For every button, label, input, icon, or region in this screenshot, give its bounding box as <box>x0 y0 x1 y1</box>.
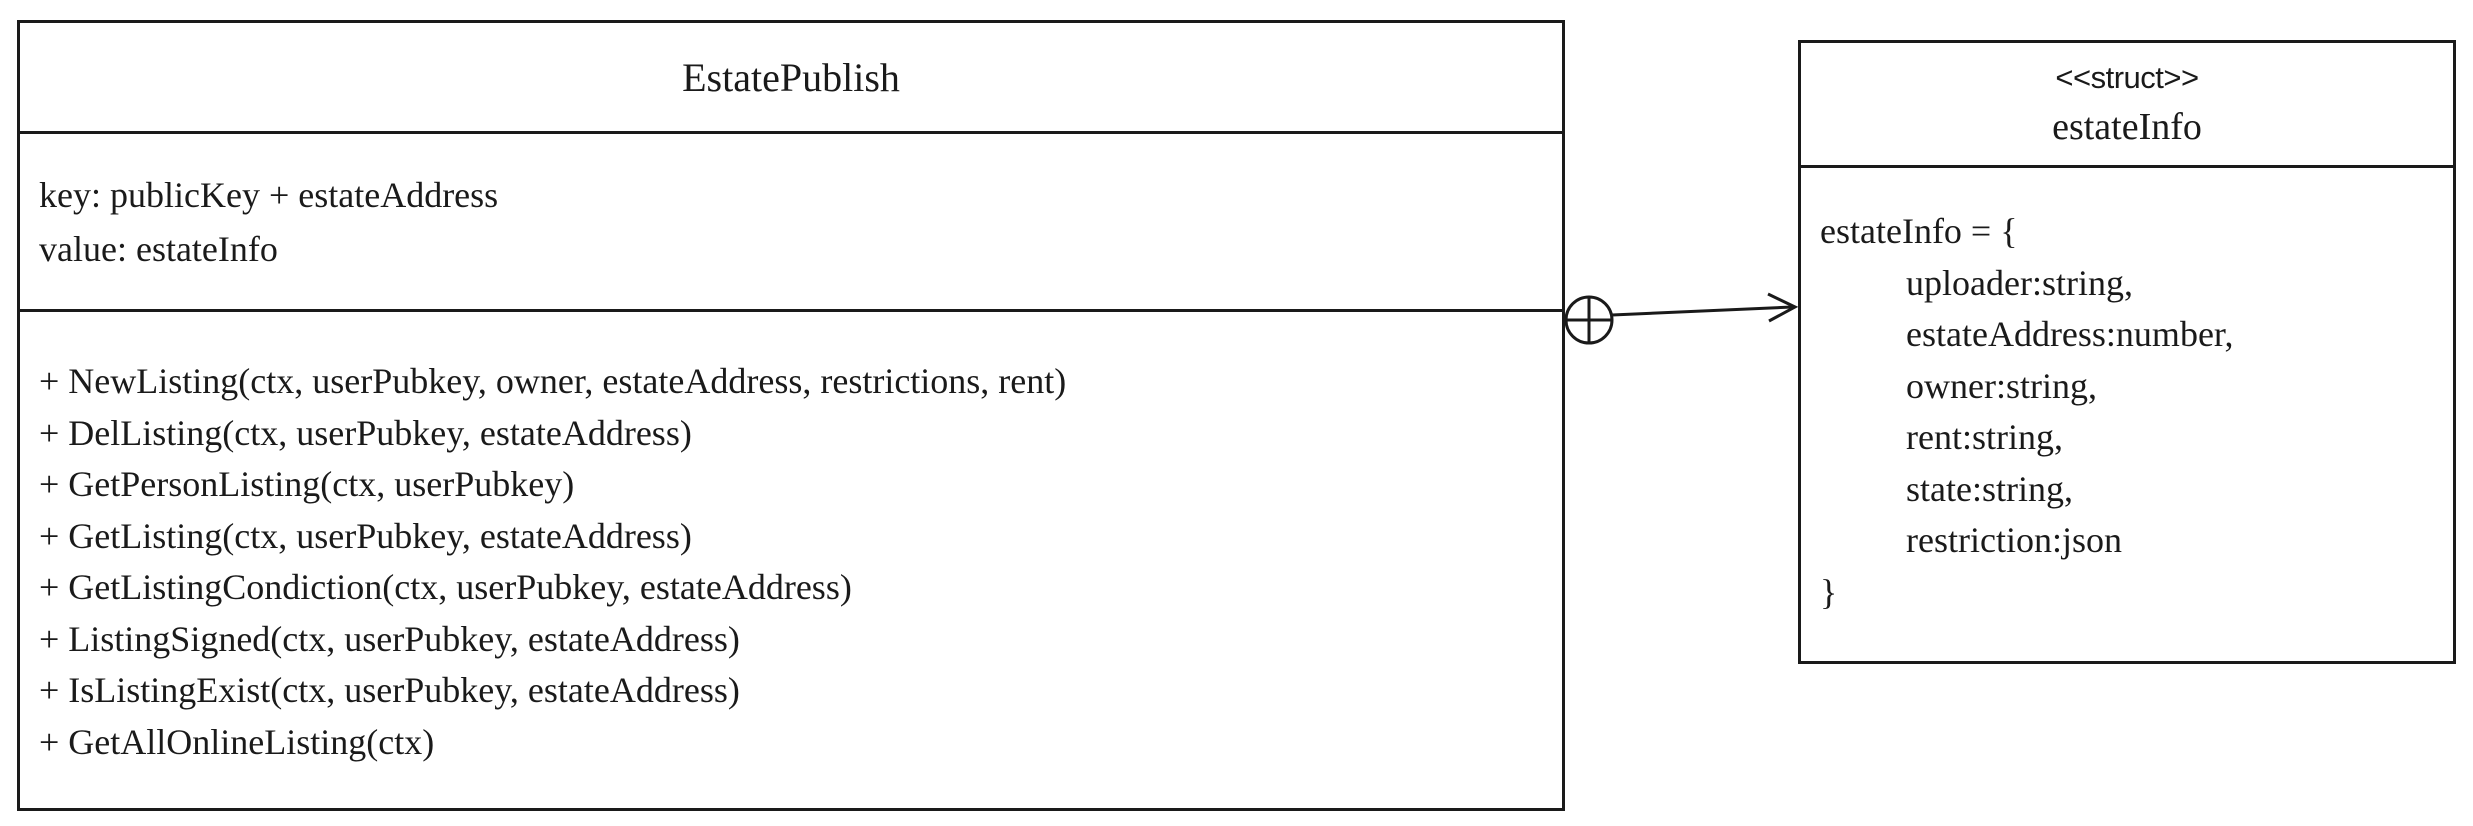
class-estate-info: <<struct>> estateInfo estateInfo = { upl… <box>1798 40 2456 664</box>
operation-get-all-online-listing: + GetAllOnlineListing(ctx) <box>39 721 435 762</box>
arrowhead-icon <box>1767 292 1799 323</box>
class-name: EstatePublish <box>682 54 900 100</box>
operation-get-listing-condiction: + GetListingCondiction(ctx, userPubkey, … <box>39 567 852 607</box>
struct-open: estateInfo = { <box>1820 211 2018 251</box>
operation-listing-signed: + ListingSigned(ctx, userPubkey, estateA… <box>39 618 740 659</box>
attribute-key: key: publicKey + estateAddress <box>39 175 499 215</box>
attributes-section: key: publicKey + estateAddress value: es… <box>20 131 1562 309</box>
class-estate-publish: EstatePublish key: publicKey + estateAdd… <box>17 20 1565 811</box>
attribute-value: value: estateInfo <box>39 229 278 269</box>
struct-close: } <box>1820 571 1838 612</box>
field-uploader: uploader:string, <box>1906 262 2133 303</box>
field-restriction: restriction:json <box>1906 520 2122 560</box>
operations-section: + NewListing(ctx, userPubkey, owner, est… <box>20 309 1562 808</box>
field-owner: owner:string, <box>1906 365 2097 406</box>
field-rent: rent:string, <box>1906 417 2063 457</box>
field-estate-address: estateAddress:number, <box>1906 314 2234 354</box>
field-state: state:string, <box>1906 468 2073 509</box>
operation-del-listing: + DelListing(ctx, userPubkey, estateAddr… <box>39 412 692 453</box>
class-name: estateInfo <box>2052 106 2202 148</box>
operation-get-listing: + GetListing(ctx, userPubkey, estateAddr… <box>39 515 692 556</box>
struct-body-section: estateInfo = { uploader:string, estateAd… <box>1801 165 2453 661</box>
operation-is-listing-exist: + IsListingExist(ctx, userPubkey, estate… <box>39 670 740 710</box>
class-name-section: EstatePublish <box>20 23 1562 131</box>
stereotype-label: <<struct>> <box>2055 60 2199 95</box>
operation-get-person-listing: + GetPersonListing(ctx, userPubkey) <box>39 464 575 504</box>
operation-new-listing: + NewListing(ctx, userPubkey, owner, est… <box>39 361 1067 401</box>
association-line <box>1611 305 1793 317</box>
class-name-section: <<struct>> estateInfo <box>1801 43 2453 165</box>
